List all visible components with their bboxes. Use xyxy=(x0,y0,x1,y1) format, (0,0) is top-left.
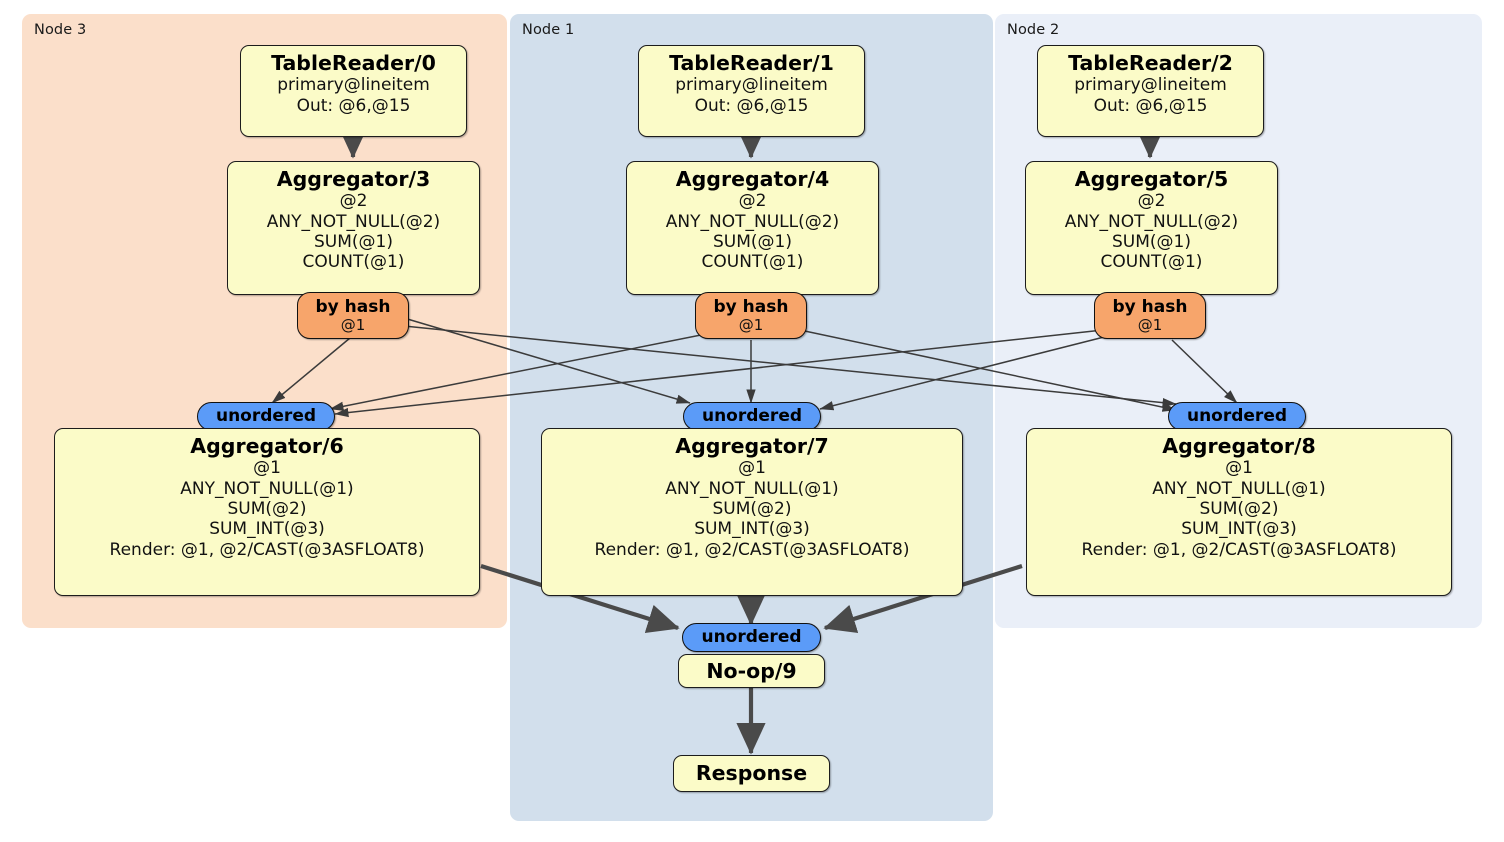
processor-line: @1 xyxy=(1225,458,1253,479)
router-title: by hash xyxy=(315,296,391,317)
processor-line: SUM(@1) xyxy=(1112,231,1191,252)
processor-aggregator-3[interactable]: Aggregator/3 @2 ANY_NOT_NULL(@2) SUM(@1)… xyxy=(227,161,480,295)
processor-aggregator-8[interactable]: Aggregator/8 @1 ANY_NOT_NULL(@1) SUM(@2)… xyxy=(1026,428,1452,596)
processor-line: ANY_NOT_NULL(@2) xyxy=(1064,211,1239,232)
router-subtitle: @1 xyxy=(1137,315,1163,334)
processor-line: Out: @6,@15 xyxy=(694,95,809,116)
processor-title: Aggregator/4 xyxy=(675,167,830,191)
processor-title: Aggregator/5 xyxy=(1074,167,1229,191)
panel-node-3-label: Node 3 xyxy=(34,22,87,38)
processor-line: Out: @6,@15 xyxy=(1093,95,1208,116)
router-title: by hash xyxy=(1112,296,1188,317)
router-subtitle: @1 xyxy=(340,315,366,334)
processor-title: TableReader/1 xyxy=(669,51,834,75)
processor-title: Aggregator/3 xyxy=(276,167,431,191)
router-subtitle: @1 xyxy=(738,315,764,334)
router-by-hash-4[interactable]: by hash @1 xyxy=(695,292,807,339)
processor-title: Response xyxy=(695,761,808,786)
synchronizer-unordered-8[interactable]: unordered xyxy=(1168,402,1306,431)
processor-line: @2 xyxy=(1137,191,1166,212)
processor-line: SUM_INT(@3) xyxy=(209,519,325,540)
processor-line: @2 xyxy=(339,191,368,212)
synchronizer-unordered-6[interactable]: unordered xyxy=(197,402,335,431)
synchronizer-title: unordered xyxy=(215,406,317,427)
processor-title: TableReader/0 xyxy=(271,51,436,75)
processor-line: SUM(@2) xyxy=(1199,498,1279,519)
processor-line: SUM(@1) xyxy=(713,231,792,252)
synchronizer-title: unordered xyxy=(1186,406,1288,427)
processor-render-line: Render: @1, @2/CAST(@3ASFLOAT8) xyxy=(109,539,425,560)
processor-line: ANY_NOT_NULL(@2) xyxy=(665,211,840,232)
processor-render-line: Render: @1, @2/CAST(@3ASFLOAT8) xyxy=(1081,539,1397,560)
processor-line: SUM_INT(@3) xyxy=(1181,519,1297,540)
processor-title: Aggregator/6 xyxy=(190,434,344,458)
processor-tablereader-2[interactable]: TableReader/2 primary@lineitem Out: @6,@… xyxy=(1037,45,1264,137)
processor-line: SUM_INT(@3) xyxy=(694,519,810,540)
processor-aggregator-7[interactable]: Aggregator/7 @1 ANY_NOT_NULL(@1) SUM(@2)… xyxy=(541,428,963,596)
processor-line: ANY_NOT_NULL(@1) xyxy=(665,478,839,499)
synchronizer-unordered-7[interactable]: unordered xyxy=(683,402,821,431)
processor-aggregator-5[interactable]: Aggregator/5 @2 ANY_NOT_NULL(@2) SUM(@1)… xyxy=(1025,161,1278,295)
processor-line: COUNT(@1) xyxy=(1100,252,1203,273)
processor-aggregator-6[interactable]: Aggregator/6 @1 ANY_NOT_NULL(@1) SUM(@2)… xyxy=(54,428,480,596)
processor-title: Aggregator/7 xyxy=(675,434,829,458)
processor-line: COUNT(@1) xyxy=(302,252,405,273)
processor-tablereader-1[interactable]: TableReader/1 primary@lineitem Out: @6,@… xyxy=(638,45,865,137)
router-title: by hash xyxy=(713,296,789,317)
processor-title: No-op/9 xyxy=(706,658,797,683)
processor-line: ANY_NOT_NULL(@1) xyxy=(180,478,354,499)
processor-line: ANY_NOT_NULL(@2) xyxy=(266,211,441,232)
processor-response[interactable]: Response xyxy=(673,755,830,792)
panel-node-1-label: Node 1 xyxy=(522,22,575,38)
processor-title: TableReader/2 xyxy=(1068,51,1233,75)
processor-line: primary@lineitem xyxy=(675,75,828,96)
processor-line: primary@lineitem xyxy=(1074,75,1227,96)
synchronizer-title: unordered xyxy=(701,627,802,648)
panel-node-2-label: Node 2 xyxy=(1007,22,1060,38)
processor-line: Out: @6,@15 xyxy=(296,95,411,116)
processor-line: @1 xyxy=(253,458,281,479)
processor-aggregator-4[interactable]: Aggregator/4 @2 ANY_NOT_NULL(@2) SUM(@1)… xyxy=(626,161,879,295)
processor-render-line: Render: @1, @2/CAST(@3ASFLOAT8) xyxy=(594,539,910,560)
processor-title: Aggregator/8 xyxy=(1162,434,1316,458)
processor-tablereader-0[interactable]: TableReader/0 primary@lineitem Out: @6,@… xyxy=(240,45,467,137)
processor-line: @1 xyxy=(738,458,766,479)
synchronizer-unordered-9[interactable]: unordered xyxy=(682,623,821,652)
processor-noop-9[interactable]: No-op/9 xyxy=(678,654,825,688)
router-by-hash-5[interactable]: by hash @1 xyxy=(1094,292,1206,339)
router-by-hash-3[interactable]: by hash @1 xyxy=(297,292,409,339)
processor-line: SUM(@2) xyxy=(712,498,792,519)
processor-line: primary@lineitem xyxy=(277,75,430,96)
processor-line: COUNT(@1) xyxy=(701,252,804,273)
processor-line: ANY_NOT_NULL(@1) xyxy=(1152,478,1326,499)
synchronizer-title: unordered xyxy=(701,406,803,427)
processor-line: SUM(@1) xyxy=(314,231,393,252)
processor-line: @2 xyxy=(738,191,767,212)
processor-line: SUM(@2) xyxy=(227,498,307,519)
